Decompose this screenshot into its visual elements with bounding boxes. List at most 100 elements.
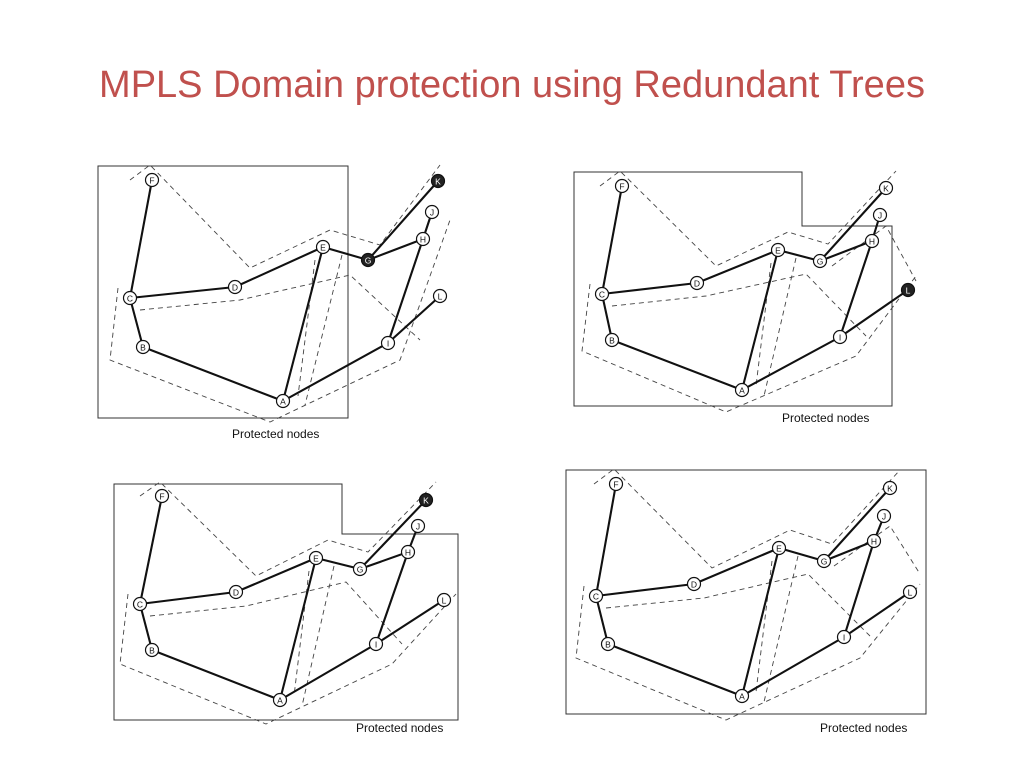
node-e: E (308, 550, 324, 566)
node-label: K (883, 184, 889, 194)
link-c-d (594, 582, 696, 598)
node-g: G (360, 252, 376, 268)
node-label: A (739, 386, 745, 396)
node-label: B (609, 336, 615, 346)
node-c: C (594, 286, 610, 302)
node-h: H (400, 544, 416, 560)
node-label: E (776, 544, 782, 554)
link-f-c (138, 494, 164, 606)
link-i-l (386, 294, 442, 345)
link-f-c (128, 178, 154, 300)
link-a-i (281, 341, 390, 403)
node-label: L (442, 596, 447, 606)
node-j: J (872, 207, 888, 223)
node-label: G (357, 565, 364, 575)
node-i: I (380, 335, 396, 351)
node-label: H (420, 235, 426, 245)
node-d: D (686, 576, 702, 592)
node-label: E (775, 246, 781, 256)
node-label: I (375, 640, 377, 650)
link-d-e (234, 556, 318, 594)
node-h: H (866, 533, 882, 549)
node-f: F (614, 178, 630, 194)
link-h-i (374, 550, 410, 646)
link-e-g (776, 248, 822, 263)
redundant-tree-path (831, 225, 917, 282)
link-h-i (386, 237, 425, 345)
redundant-tree-path (605, 573, 871, 637)
redundant-tree-path (129, 164, 441, 269)
node-d: D (689, 275, 705, 291)
node-label: G (365, 256, 372, 266)
link-h-i (838, 239, 874, 339)
node-label: G (821, 557, 828, 567)
node-l: L (900, 282, 916, 298)
node-label: A (739, 692, 745, 702)
link-g-h (358, 550, 410, 571)
protected-region-outline (97, 165, 349, 419)
node-label: C (127, 294, 133, 304)
node-label: D (694, 279, 700, 289)
node-label: C (599, 290, 605, 300)
node-label: A (280, 397, 286, 407)
link-d-e (692, 546, 781, 586)
node-h: H (415, 231, 431, 247)
node-label: D (233, 588, 239, 598)
link-d-e (695, 248, 780, 285)
node-l: L (432, 288, 448, 304)
node-l: L (436, 592, 452, 608)
redundant-tree-path (611, 273, 867, 337)
redundant-tree-path (599, 170, 897, 267)
link-g-k (818, 186, 888, 263)
link-g-h (822, 539, 876, 563)
node-b: B (600, 636, 616, 652)
node-i: I (836, 629, 852, 645)
link-c-b (138, 602, 154, 652)
link-c-d (138, 590, 238, 606)
link-e-g (777, 546, 826, 563)
node-label: K (423, 496, 429, 506)
link-i-l (374, 598, 446, 646)
node-d: D (228, 584, 244, 600)
node-label: E (313, 554, 319, 564)
node-label: H (405, 548, 411, 558)
node-k: K (430, 173, 446, 189)
link-h-i (842, 539, 876, 639)
node-b: B (604, 332, 620, 348)
link-e-g (321, 245, 370, 262)
node-j: J (424, 204, 440, 220)
node-k: K (418, 492, 434, 508)
redundant-tree-path (109, 219, 451, 423)
node-label: K (435, 177, 441, 187)
link-f-c (600, 184, 624, 296)
node-label: F (149, 176, 154, 186)
link-a-e (740, 546, 781, 698)
node-label: D (232, 283, 238, 293)
link-e-g (314, 556, 362, 571)
node-label: I (843, 633, 845, 643)
redundant-tree-path (139, 481, 437, 577)
link-c-d (600, 281, 699, 296)
node-f: F (144, 172, 160, 188)
node-label: C (137, 600, 143, 610)
node-d: D (227, 279, 243, 295)
node-c: C (588, 588, 604, 604)
node-label: J (878, 211, 882, 221)
link-g-h (818, 239, 874, 263)
link-a-i (740, 335, 842, 392)
node-c: C (122, 290, 138, 306)
node-e: E (771, 540, 787, 556)
protected-nodes-caption: Protected nodes (820, 721, 907, 735)
redundant-tree-path (833, 525, 921, 575)
node-label: C (593, 592, 599, 602)
node-label: J (430, 208, 434, 218)
slide-title: MPLS Domain protection using Redundant T… (99, 64, 925, 106)
node-label: D (691, 580, 697, 590)
redundant-tree-path (593, 468, 901, 569)
node-label: K (887, 484, 893, 494)
